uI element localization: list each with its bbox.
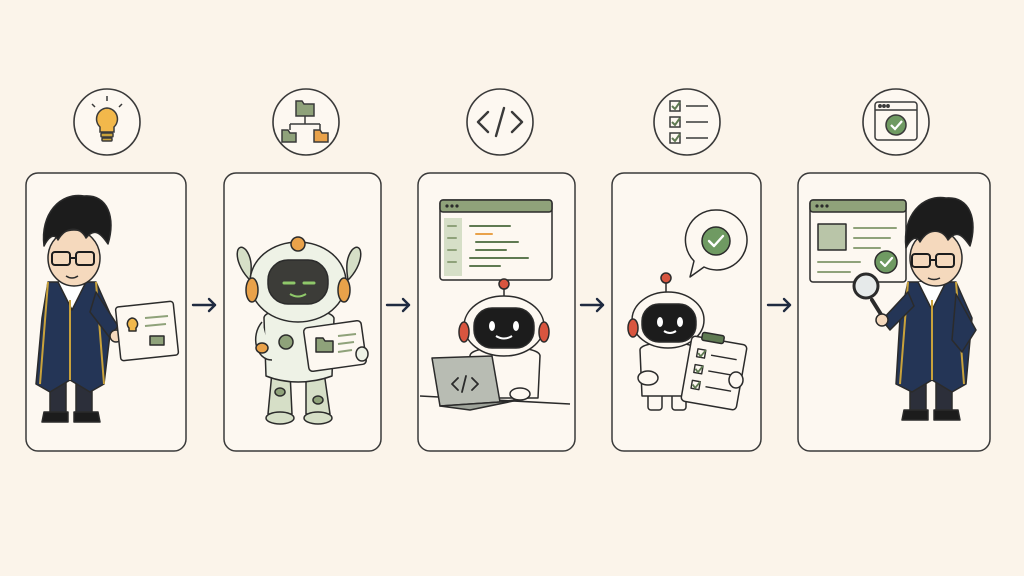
flow-arrows: [191, 297, 792, 313]
checklist-clipboard: [680, 331, 748, 411]
ai-robot-with-tablet: [236, 236, 369, 425]
hierarchy-folders-icon: [281, 100, 329, 143]
lightbulb-icon: [126, 317, 139, 332]
idea-card: [114, 300, 180, 362]
stage-icons: [73, 88, 930, 156]
tablet: [302, 319, 369, 373]
reviewed-output-window: [809, 199, 907, 283]
code-brackets-icon: [476, 106, 524, 138]
engineer-with-idea-card: [35, 194, 180, 423]
laptop: [431, 355, 529, 411]
right-arrow-icon: [191, 297, 217, 313]
approval-speech-bubble: [684, 209, 748, 278]
code-brackets-icon: [451, 375, 479, 393]
robot-coding-on-laptop: [419, 199, 571, 411]
checklist-icon: [669, 100, 708, 144]
right-arrow-icon: [579, 297, 605, 313]
verified-window-icon: [874, 101, 918, 141]
right-arrow-icon: [766, 297, 792, 313]
code-editor-window: [439, 199, 553, 281]
magnifier-icon: [852, 272, 884, 318]
engineer-with-magnifier: [809, 196, 977, 421]
robot-with-checklist-clipboard: [627, 209, 748, 411]
right-arrow-icon: [385, 297, 411, 313]
icon-circle-plan: [272, 88, 340, 156]
lightbulb-icon: [91, 96, 123, 142]
